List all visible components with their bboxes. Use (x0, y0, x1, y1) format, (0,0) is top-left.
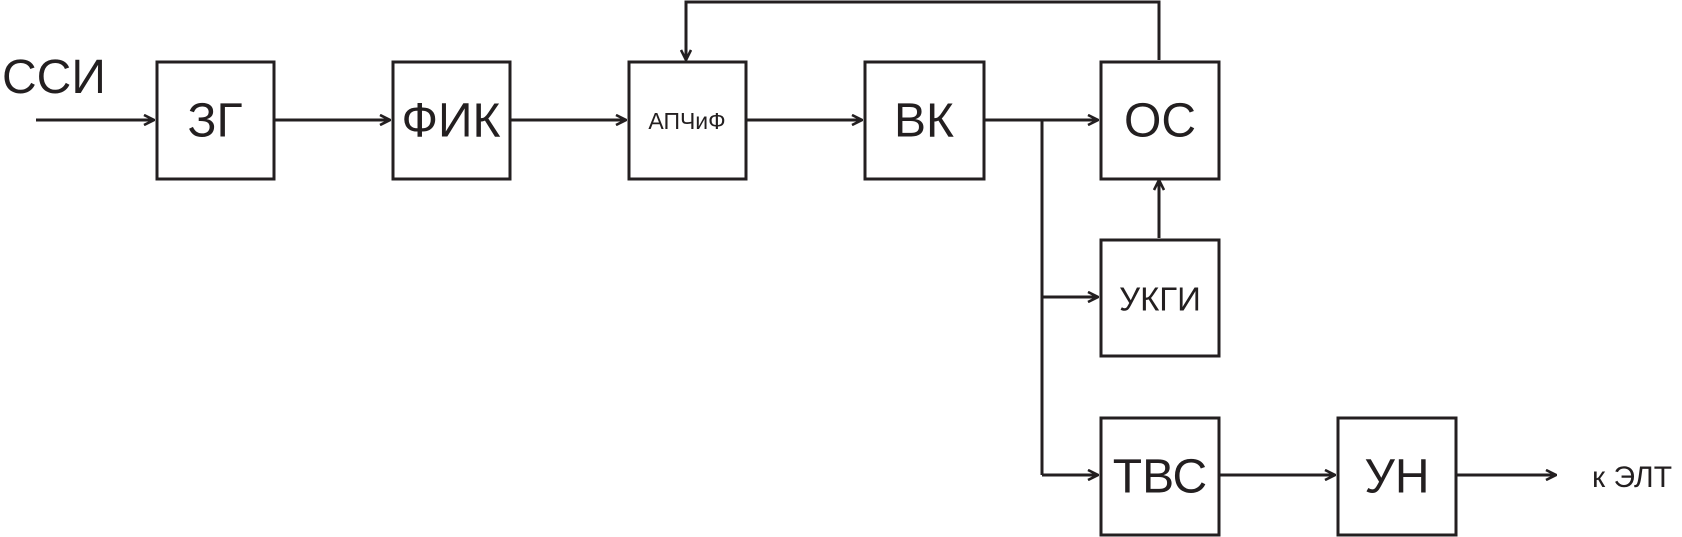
block-zg-label: ЗГ (188, 95, 243, 148)
block-fik-label: ФИК (402, 95, 501, 148)
output-label: к ЭЛТ (1592, 461, 1672, 494)
block-apch-box (627, 60, 748, 181)
block-ukgi-label: УКГИ (1119, 281, 1201, 318)
block-os-label: ОС (1124, 95, 1196, 148)
block-zg-box (155, 60, 276, 181)
block-tvs-box (1099, 416, 1221, 537)
os-feedback-arrow (686, 0, 1161, 60)
block-un-label: УН (1364, 451, 1429, 504)
block-apch-label: АПЧиФ (648, 108, 725, 134)
block-un-box (1336, 416, 1458, 537)
block-tvs-label: ТВС (1113, 451, 1207, 504)
input-label: ССИ (2, 51, 106, 104)
block-ukgi-box (1099, 238, 1221, 358)
block-vk-box (863, 60, 986, 181)
block-fik-box (391, 60, 512, 181)
block-vk-label: ВК (894, 95, 954, 148)
block-os-box (1099, 60, 1221, 181)
